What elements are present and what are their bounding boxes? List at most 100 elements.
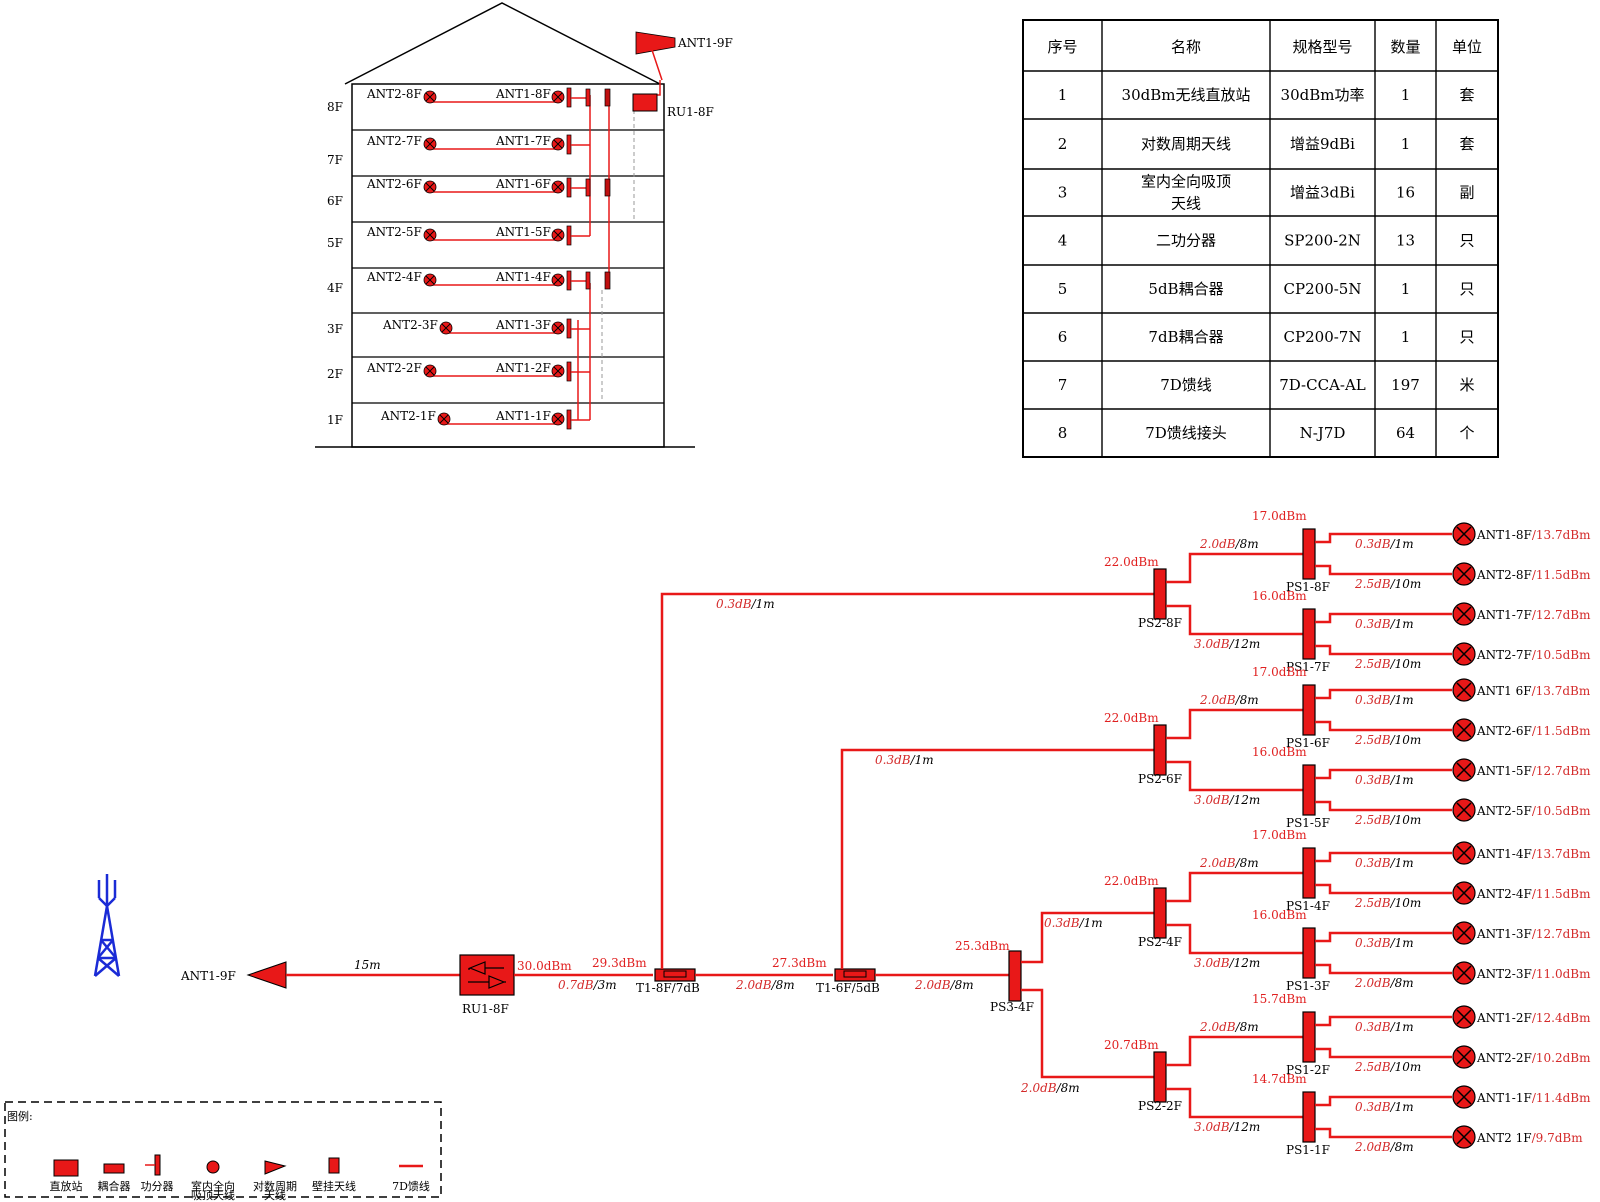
- cable-loss-label: 2.0dB/8m: [1354, 976, 1414, 990]
- legend-item-label-2: 吸顶天线: [191, 1188, 235, 1202]
- ant1-floor-label: ANT1-4F: [495, 270, 551, 284]
- feeder-cable: [1166, 552, 1303, 584]
- table-cell: 1: [1058, 86, 1068, 104]
- cable-loss-label: 3.0dB/12m: [1194, 637, 1260, 651]
- donor-antenna-label: ANT1-9F: [180, 969, 236, 983]
- splitter-icon: [566, 409, 572, 430]
- legend-item-label: 室内全向: [191, 1179, 235, 1193]
- table-cell: N-J7D: [1300, 424, 1346, 442]
- cable-loss-label: 2.0dB/8m: [1199, 537, 1259, 551]
- cable-loss-label: 2.5dB/10m: [1354, 896, 1421, 910]
- splitter-icon: [585, 271, 591, 290]
- power-label: 14.7dBm: [1252, 1072, 1307, 1086]
- coupler-icon: [604, 178, 611, 197]
- cable-loss-label: 0.3dB/1m: [1355, 617, 1414, 631]
- table-cell: 8: [1058, 424, 1068, 442]
- table-cell: 二功分器: [1156, 232, 1216, 250]
- table-cell: 副: [1459, 184, 1474, 202]
- legend-item-label: 壁挂天线: [312, 1179, 356, 1193]
- feeder-cable: [1315, 532, 1452, 544]
- cable-loss-label: 0.3dB/1m: [875, 753, 934, 767]
- cable-loss-label: 0.3dB/1m: [1355, 693, 1414, 707]
- cable-loss-label: 2.0dB/8m: [1020, 1081, 1080, 1095]
- feeder-cable: [1315, 612, 1452, 624]
- table-cell: 30dBm无线直放站: [1122, 86, 1251, 104]
- cable-loss-label: 2.0dB/8m: [914, 978, 974, 992]
- legend-repeater-icon: [53, 1159, 79, 1177]
- power-label: 20.7dBm: [1104, 1038, 1159, 1052]
- table-cell: 13: [1396, 232, 1415, 250]
- feeder-cable: [1315, 688, 1452, 700]
- splitter-ps1-icon: [1302, 1091, 1316, 1143]
- table-cell: 30dBm功率: [1281, 86, 1365, 104]
- power-label: 15.7dBm: [1252, 992, 1307, 1006]
- table-cell: 1: [1401, 86, 1411, 104]
- building-repeater-icon: [632, 93, 658, 112]
- ant2-floor-label: ANT2-6F: [366, 177, 422, 191]
- cable-loss-label: 3.0dB/12m: [1194, 1120, 1260, 1134]
- splitter-label: PS1-3F: [1286, 979, 1330, 993]
- legend-coupler-icon: [103, 1163, 125, 1174]
- table-header-cell: 规格型号: [1292, 38, 1352, 56]
- floor-label: 3F: [327, 322, 343, 336]
- donor-log-periodic-antenna-icon: [246, 961, 287, 989]
- cable-loss-label: 2.5dB/10m: [1354, 813, 1421, 827]
- roof-donor-antenna: ANT1-9F: [635, 31, 733, 81]
- table-cell: 2: [1058, 135, 1068, 153]
- antenna-output-label: ANT1-7F/12.7dBm: [1476, 608, 1591, 622]
- cable-loss-label: 0.3dB/1m: [716, 597, 775, 611]
- splitter-label: PS1-8F: [1286, 580, 1330, 594]
- ant1-floor-label: ANT1-1F: [495, 409, 551, 423]
- splitter-label: PS1-2F: [1286, 1063, 1330, 1077]
- table-cell: 增益3dBi: [1290, 184, 1355, 202]
- feeder-cable: [1166, 871, 1303, 903]
- splitter-icon: [566, 361, 572, 382]
- ant1-floor-label: ANT1-3F: [495, 318, 551, 332]
- cable-loss-label: 2.0dB/8m: [1199, 693, 1259, 707]
- base-station-tower-icon: [93, 874, 121, 977]
- table-cell: 197: [1391, 376, 1420, 394]
- cable-loss-label: 0.3dB/1m: [1355, 1100, 1414, 1114]
- coupler-icon: [604, 88, 611, 107]
- antenna-output-label: ANT2-3F/11.0dBm: [1476, 967, 1591, 981]
- floor-label: 4F: [327, 281, 343, 295]
- legend-item-label: 功分器: [141, 1180, 174, 1193]
- legend-item-label: 耦合器: [98, 1179, 131, 1193]
- antenna-output-label: ANT2-6F/11.5dBm: [1476, 724, 1591, 738]
- cable-loss-label: 0.3dB/1m: [1355, 537, 1414, 551]
- splitter-ps2-icon: [1153, 724, 1167, 776]
- splitter-label: PS2-6F: [1138, 772, 1182, 786]
- feeder-cable: [1315, 1127, 1452, 1139]
- power-label: 25.3dBm: [955, 939, 1010, 953]
- power-label: 27.3dBm: [772, 956, 827, 970]
- table-cell: 5: [1058, 280, 1068, 298]
- legend-log-periodic-icon: [264, 1160, 287, 1175]
- floor-label: 6F: [327, 194, 343, 208]
- table-cell: 7: [1058, 376, 1068, 394]
- feeder-cable: [840, 748, 1154, 969]
- coupler-label: T1-6F/5dB: [816, 981, 880, 995]
- legend-frame: [4, 1101, 442, 1198]
- feeder-cable: [1166, 923, 1303, 955]
- table-cell: SP200-2N: [1284, 232, 1361, 250]
- roof-log-periodic-antenna-icon: [635, 31, 676, 55]
- feeder-cable: [1315, 768, 1452, 780]
- antenna-output-label: ANT2 1F/9.7dBm: [1476, 1131, 1583, 1145]
- splitter-label: PS3-4F: [990, 1000, 1034, 1014]
- antenna-output-label: ANT1-1F/11.4dBm: [1476, 1091, 1591, 1105]
- splitter-ps1-icon: [1302, 927, 1316, 979]
- cable-loss-label: 2.0dB/8m: [1354, 1140, 1414, 1154]
- splitter-icon: [566, 225, 572, 246]
- splitter-label: PS1-4F: [1286, 899, 1330, 913]
- splitter-ps2-icon: [1153, 568, 1167, 620]
- ant2-floor-label: ANT2-5F: [366, 225, 422, 239]
- floor-label: 5F: [327, 236, 343, 250]
- power-label: 22.0dBm: [1104, 555, 1159, 569]
- feeder-cable: [660, 592, 1154, 969]
- power-label: 17.0dBm: [1252, 828, 1307, 842]
- table-cell: 只: [1459, 232, 1474, 250]
- donor-cable-label: 15m: [354, 958, 381, 972]
- feeder-cable: [1315, 644, 1452, 656]
